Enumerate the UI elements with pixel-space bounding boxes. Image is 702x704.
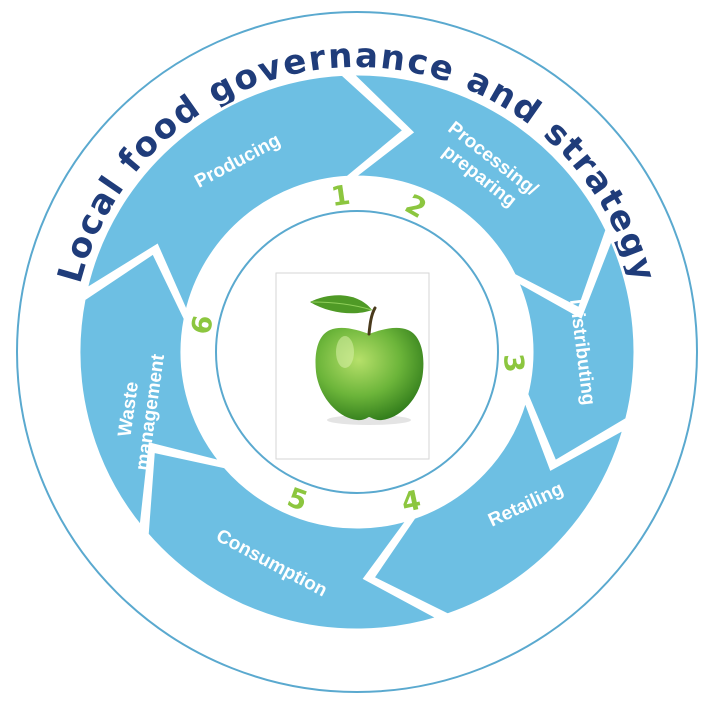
stage-number-3: 3 — [497, 352, 530, 373]
stage-number-6: 6 — [186, 313, 220, 337]
arrow-band — [77, 72, 637, 632]
inner-circle — [215, 210, 499, 494]
stage-number-1: 1 — [329, 180, 352, 213]
apple-picture — [275, 272, 430, 460]
green-apple-icon — [310, 295, 424, 425]
